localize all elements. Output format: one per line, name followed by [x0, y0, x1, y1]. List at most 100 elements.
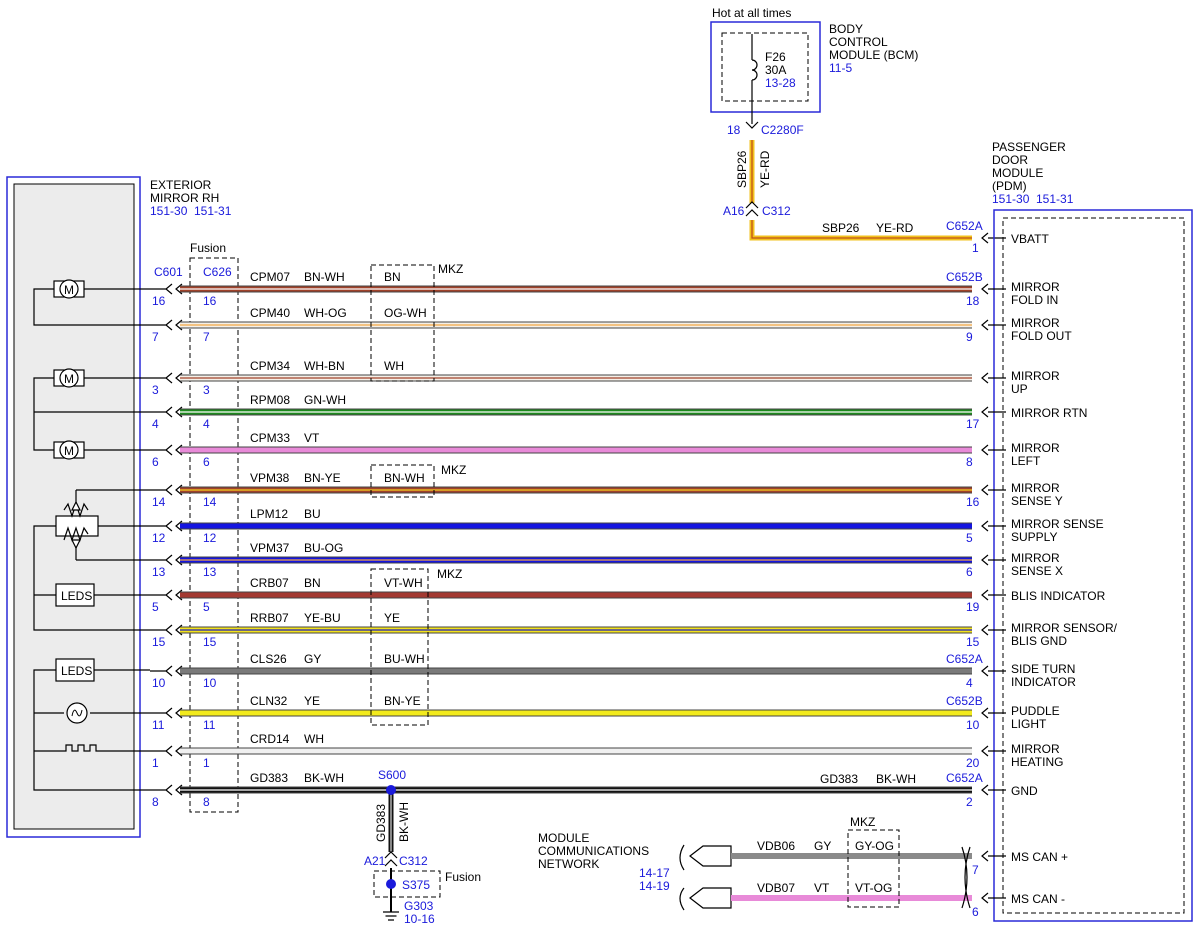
gnd-conn-pin: A21 [364, 854, 386, 868]
pdm-function-label: MIRROR [1011, 742, 1060, 756]
wire-color-label: GN-WH [304, 393, 346, 407]
pdm-ref-2: 151-31 [1036, 192, 1074, 206]
wire-cpm40 [150, 319, 1006, 331]
gnd-right-circuit: GD383 [820, 772, 858, 786]
wire-color-label: BN-YE [304, 471, 341, 485]
can-network: MODULE COMMUNICATIONS NETWORK 14-17 14-1… [538, 815, 1068, 919]
pdm-title-3: MODULE [992, 166, 1043, 180]
can-mkz-box [847, 829, 900, 908]
pdm-function-label-2: SENSE Y [1011, 494, 1063, 508]
fusion-pin: 1 [203, 756, 210, 770]
pdm-function-label: GND [1011, 784, 1038, 798]
mirror-ref-2: 151-31 [194, 204, 232, 218]
pdm-function-label-2: LIGHT [1011, 717, 1047, 731]
feed-wire-lower-stripe [751, 220, 972, 239]
bcm-title-3: MODULE (BCM) [829, 48, 918, 62]
bcm-title-1: BODY [829, 22, 863, 36]
pdm-pin: 17 [966, 417, 980, 431]
pdm-function-label: MIRROR [1011, 316, 1060, 330]
wire-color-label: GY [304, 652, 321, 666]
pdm-function-label-2: HEATING [1011, 755, 1063, 769]
pdm-connector: C652B [946, 694, 983, 708]
bcm-connector-arrow [745, 121, 759, 129]
can-plus-pin: 7 [972, 863, 979, 877]
wire-color-label: BK-WH [304, 771, 344, 785]
pdm-connector: C652A [946, 771, 983, 785]
mirror-title-2: MIRROR RH [150, 191, 219, 205]
pdm-connector: C652B [946, 270, 983, 284]
fuse-ref: 13-28 [765, 76, 796, 90]
wire-color-label: WH-OG [304, 306, 347, 320]
wire-circuit-label: CLS26 [250, 652, 287, 666]
pdm-function-label: PUDDLE [1011, 704, 1060, 718]
wire-color-label: BN [304, 576, 321, 590]
fusion-pin: 10 [203, 676, 217, 690]
wire-alt-color-label: BN-YE [384, 694, 421, 708]
wire-alt-color-label: VT-WH [384, 576, 423, 590]
mirror-pin: 4 [152, 417, 159, 431]
pdm-function-label-2: LEFT [1011, 454, 1041, 468]
pdm-vbatt-arrow [981, 232, 989, 244]
wire-color-label: YE [304, 694, 320, 708]
mirror-pin: 10 [152, 676, 166, 690]
wire-circuit-label: CRB07 [250, 576, 289, 590]
pdm-pin: 2 [966, 795, 973, 809]
bcm-title-2: CONTROL [829, 35, 888, 49]
feed-inline-conn: C312 [762, 204, 791, 218]
pdm-function-label: SIDE TURN [1011, 662, 1075, 676]
mirror-title-1: EXTERIOR [150, 178, 212, 192]
wire-alt-color-label: BN [384, 270, 401, 284]
wire-alt-color-label: BN-WH [384, 471, 425, 485]
pdm-pin: 8 [966, 455, 973, 469]
wire-circuit-label: CPM40 [250, 306, 290, 320]
pdm-vbatt-label: VBATT [1011, 232, 1049, 246]
splice-s375: S375 [402, 878, 430, 892]
fusion-pin: 12 [203, 531, 217, 545]
pdm-function-label-2: UP [1011, 382, 1028, 396]
puddle-lamp [66, 702, 88, 724]
pdm-function-label-2: BLIS GND [1011, 634, 1067, 648]
pdm-function-label: MIRROR RTN [1011, 406, 1087, 420]
fusion-connector: C626 [203, 265, 232, 279]
can-title-2: COMMUNICATIONS [538, 844, 649, 858]
bcm-hot-label: Hot at all times [712, 6, 791, 20]
mirror-connector: C601 [154, 265, 183, 279]
gnd-fusion-label: Fusion [445, 870, 481, 884]
wire-color-label: VT [304, 431, 320, 445]
can-ref-1: 14-17 [639, 866, 670, 880]
pdm-inner [1002, 217, 1185, 914]
can-twist-symbol [961, 846, 971, 909]
wire-circuit-label: RRB07 [250, 611, 289, 625]
fuse-amps: 30A [765, 63, 786, 77]
wire-cpm34 [150, 372, 1006, 384]
mirror-heater [60, 744, 104, 752]
wire-color-label: WH [304, 732, 324, 746]
pdm-function-label: MIRROR [1011, 481, 1060, 495]
wire-rpm08 [150, 406, 1006, 418]
wire-color-label: BU-OG [304, 541, 343, 555]
feed-wire-lower [749, 220, 972, 241]
pdm-pin: 4 [966, 676, 973, 690]
pdm-ref-1: 151-30 [992, 192, 1030, 206]
can-ref-2: 14-19 [639, 879, 670, 893]
wire-crb07 [150, 589, 1006, 601]
mkz-box-3 [370, 568, 429, 726]
pdm-pin: 10 [966, 718, 980, 732]
ground-g303: G303 [404, 899, 434, 913]
wire-alt-color-label: YE [384, 611, 400, 625]
blis-leds-label: LEDS [61, 589, 92, 603]
wire-color-label: YE-BU [304, 611, 341, 625]
can-minus-circuit: VDB07 [757, 881, 795, 895]
pdm-pin: 9 [966, 330, 973, 344]
pdm-function-label: MIRROR [1011, 369, 1060, 383]
mirror-pin: 5 [152, 600, 159, 614]
position-sensor [55, 500, 99, 550]
wire-color-label: BU [304, 507, 321, 521]
wire-cpm07 [150, 283, 1006, 295]
pdm-pin: 6 [966, 565, 973, 579]
wire-alt-color-label: WH [384, 359, 404, 373]
wire-circuit-label: VPM37 [250, 541, 290, 555]
can-minus-pin: 6 [972, 905, 979, 919]
